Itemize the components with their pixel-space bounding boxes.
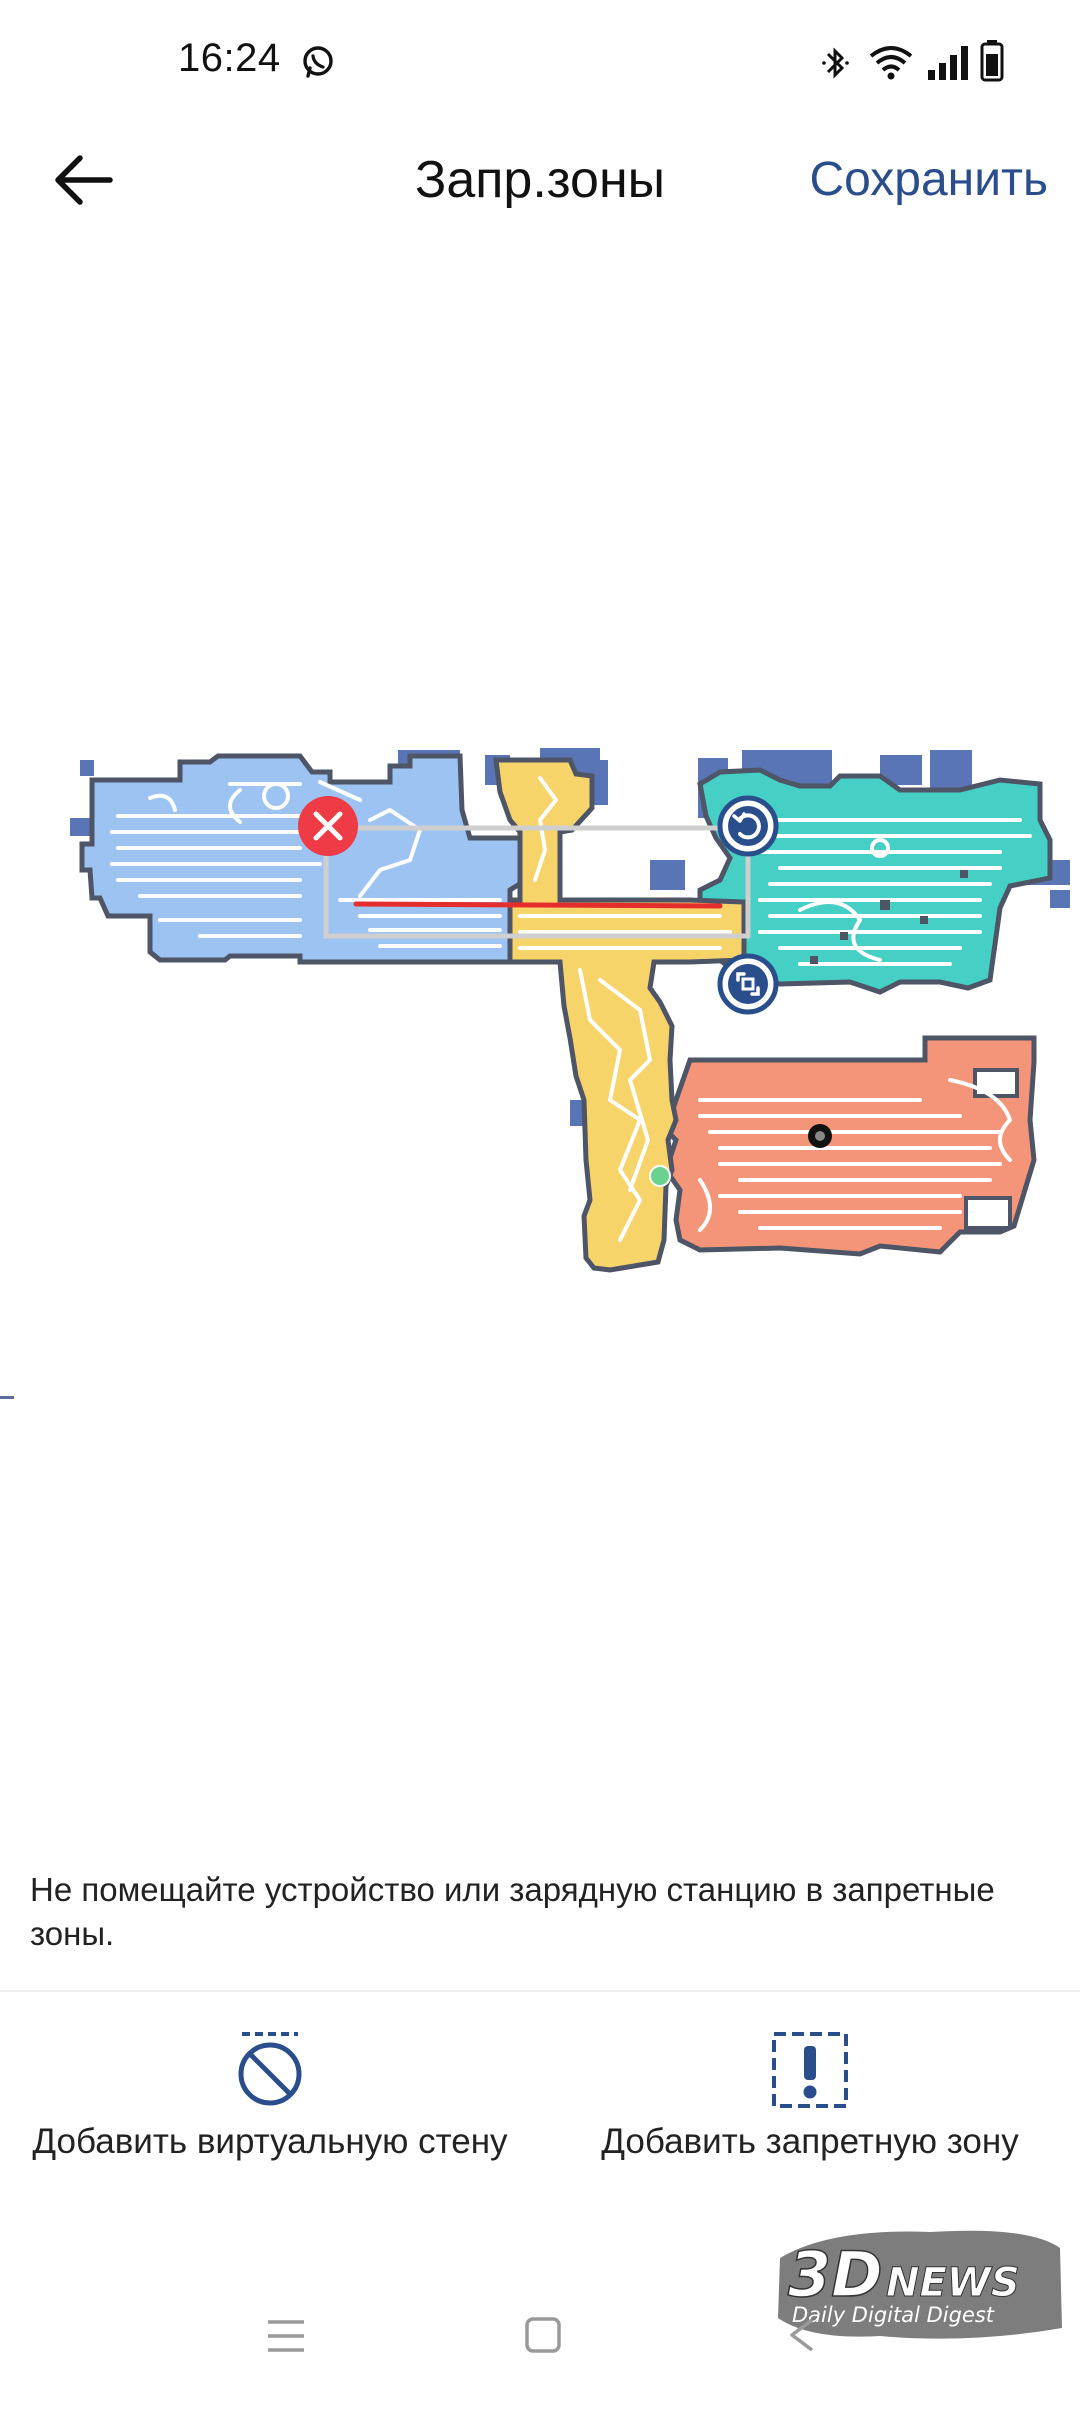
- no-go-zone-frame[interactable]: [323, 825, 751, 939]
- cleaning-path: [110, 776, 1032, 1242]
- wifi-icon: [869, 46, 913, 80]
- whatsapp-icon: [303, 46, 333, 78]
- add-virtual-wall-button[interactable]: Добавить виртуальную стену: [0, 2030, 540, 2180]
- watermark-logo: 3D NEWS Daily Digital Digest: [778, 2230, 1062, 2339]
- divider: [0, 1990, 1080, 1992]
- svg-text:NEWS: NEWS: [886, 2260, 1020, 2306]
- status-bar: 16:24: [0, 0, 1080, 120]
- svg-text:3D: 3D: [788, 2238, 883, 2311]
- menu-icon: [268, 2320, 304, 2352]
- back-icon: [790, 2318, 814, 2352]
- bluetooth-icon: [822, 47, 849, 79]
- rotate-handle-icon[interactable]: [717, 795, 779, 857]
- edge-marker: [0, 1396, 14, 1399]
- virtual-wall-line[interactable]: [353, 901, 723, 909]
- nav-home-button[interactable]: [524, 2316, 562, 2354]
- resize-handle-icon[interactable]: [717, 953, 779, 1015]
- delete-handle-icon[interactable]: [298, 796, 358, 856]
- cleaning-map[interactable]: [0, 720, 1080, 1340]
- page-title: Запр.зоны: [414, 151, 666, 209]
- save-button[interactable]: Сохранить: [809, 153, 1048, 206]
- charging-dock-icon: [649, 1165, 671, 1187]
- back-button[interactable]: [48, 148, 120, 212]
- arrow-left-icon: [55, 155, 113, 205]
- room-yellow: [493, 757, 747, 1273]
- status-time: 16:24: [178, 36, 281, 80]
- no-go-zone-icon: [772, 2032, 848, 2108]
- home-icon: [525, 2317, 561, 2353]
- add-no-go-zone-button[interactable]: Добавить запретную зону: [540, 2030, 1080, 2180]
- nav-menu-button[interactable]: [262, 2316, 310, 2356]
- virtual-wall-icon: [238, 2032, 302, 2106]
- add-virtual-wall-label: Добавить виртуальную стену: [32, 2122, 508, 2161]
- battery-icon: [980, 40, 1004, 82]
- teal-room-obstacles: [810, 870, 968, 964]
- nav-back-button[interactable]: [784, 2316, 820, 2354]
- robot-inner: [815, 1131, 825, 1141]
- orange-room-furniture: [964, 1068, 1019, 1230]
- add-no-go-zone-label: Добавить запретную зону: [601, 2122, 1019, 2161]
- svg-text:Daily Digital Digest: Daily Digital Digest: [792, 2303, 995, 2327]
- warning-text: Не помещайте устройство или зарядную ста…: [30, 1871, 995, 1952]
- signal-icon: [928, 46, 968, 80]
